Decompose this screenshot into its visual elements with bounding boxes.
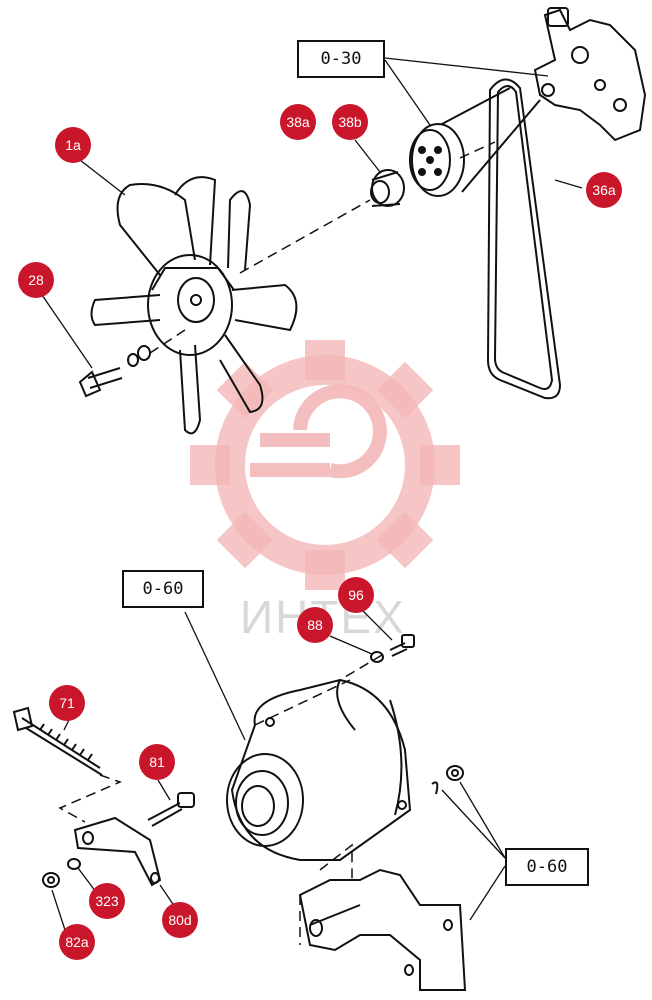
ref-box-0-60-bottom[interactable]: 0-60 (505, 848, 589, 886)
alternator-bracket (298, 868, 467, 991)
callout-36a[interactable]: 36a (586, 172, 622, 208)
fan-bolt (78, 345, 151, 398)
callout-38b[interactable]: 38b (332, 104, 368, 140)
callout-96[interactable]: 96 (338, 577, 374, 613)
alternator (226, 678, 412, 861)
v-belt (486, 78, 562, 400)
callout-323[interactable]: 323 (89, 883, 125, 919)
lock-washer-right (431, 781, 439, 795)
ref-box-0-30[interactable]: 0-30 (297, 40, 385, 78)
ref-box-0-60-top[interactable]: 0-60 (122, 570, 204, 608)
callout-82a[interactable]: 82a (59, 924, 95, 960)
washer-323 (67, 858, 81, 870)
long-bolt (12, 706, 103, 776)
nut-right (446, 765, 464, 781)
callout-80d[interactable]: 80d (162, 902, 198, 938)
bolt-96 (389, 634, 415, 657)
adjusting-arm (73, 816, 162, 887)
washer-88 (370, 651, 384, 663)
cooling-fan (90, 176, 298, 435)
water-pump (533, 7, 647, 142)
fan-spacer (370, 169, 405, 207)
callout-71[interactable]: 71 (49, 685, 85, 721)
callout-81[interactable]: 81 (139, 744, 175, 780)
callout-88[interactable]: 88 (297, 607, 333, 643)
callout-28[interactable]: 28 (18, 262, 54, 298)
water-pump-pulley (409, 87, 541, 197)
callout-1a[interactable]: 1a (55, 127, 91, 163)
pivot-bolt (147, 792, 195, 827)
nut-82a (42, 872, 60, 888)
callout-38a[interactable]: 38a (280, 104, 316, 140)
